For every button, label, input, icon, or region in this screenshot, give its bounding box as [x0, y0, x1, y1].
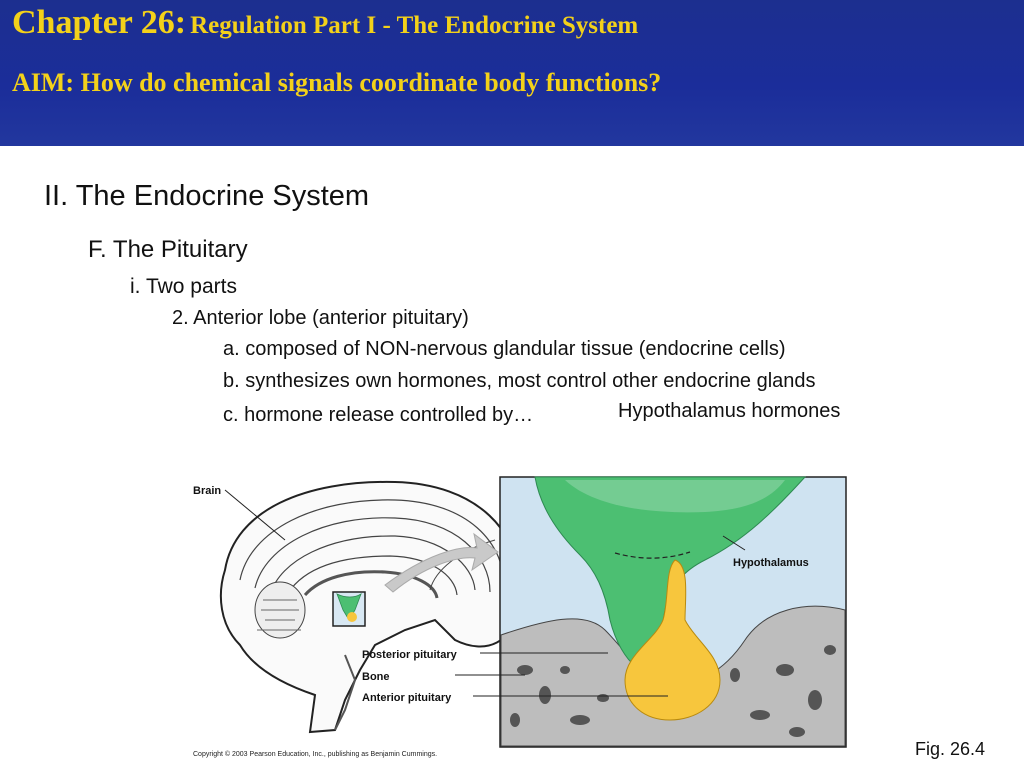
zoom-panel: [455, 476, 847, 748]
outline-subsection: F. The Pituitary: [88, 236, 248, 263]
chapter-label: Chapter 26:: [12, 4, 187, 41]
zoom-arrow: [384, 532, 499, 593]
outline-item: 2. Anterior lobe (anterior pituitary): [172, 307, 469, 329]
outline-section: II. The Endocrine System: [44, 180, 370, 212]
outline-subitem-c: c. hormone release controlled by…: [223, 404, 534, 426]
chapter-subtitle: Regulation Part I - The Endocrine System: [190, 12, 639, 39]
copyright-note: Copyright © 2003 Pearson Education, Inc.…: [193, 751, 438, 758]
brain-illustration: [219, 480, 522, 734]
label-posterior-pituitary: Posterior pituitary: [362, 649, 458, 661]
label-brain: Brain: [193, 485, 221, 497]
label-bone: Bone: [362, 671, 390, 683]
figure-number: Fig. 26.4: [915, 739, 986, 759]
label-hypothalamus: Hypothalamus: [733, 557, 809, 569]
outline-subitem-c-answer: Hypothalamus hormones: [618, 400, 841, 422]
label-anterior-pituitary: Anterior pituitary: [362, 692, 452, 704]
outline-subitem-b: b. synthesizes own hormones, most contro…: [223, 370, 816, 392]
pituitary-diagram: Brain Hypothalamus Posterior pituitary B…: [193, 476, 847, 748]
outline-point: i. Two parts: [130, 275, 237, 298]
outline-subitem-a: a. composed of NON-nervous glandular tis…: [223, 338, 786, 360]
title-banner: Chapter 26: Regulation Part I - The Endo…: [0, 0, 1024, 146]
slide-title: Chapter 26: Regulation Part I - The Endo…: [12, 4, 638, 42]
pituitary-figure: Brain Hypothalamus Posterior pituitary B…: [185, 470, 855, 755]
aim-text: AIM: How do chemical signals coordinate …: [12, 68, 662, 97]
